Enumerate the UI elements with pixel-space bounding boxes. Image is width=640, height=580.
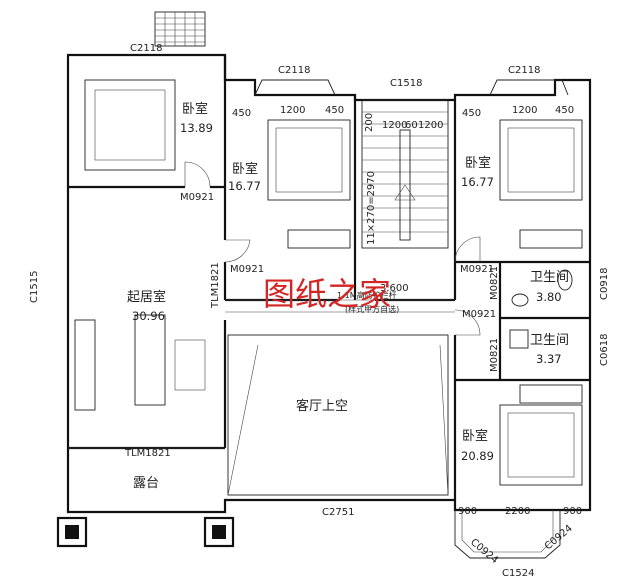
doors <box>184 161 481 336</box>
window-c1524: C1524 <box>502 568 534 579</box>
bath1-label: 卫生间 <box>530 270 569 285</box>
bedroom-nw-label: 卧室 <box>182 101 208 117</box>
bay-windows <box>254 79 569 559</box>
living-area: 30.96 <box>132 309 165 323</box>
door-tlm1821: TLM1821 <box>124 448 171 459</box>
bedroom-n2-label: 卧室 <box>232 161 258 177</box>
dim-900-a: 900 <box>458 506 477 517</box>
bedroom-n2-area: 16.77 <box>228 179 261 193</box>
door-m0821-a: M0821 <box>489 266 500 300</box>
dim-2200: 2200 <box>505 506 530 517</box>
dim-1200-stair-a: 1200 <box>382 120 407 131</box>
wardrobe-se <box>519 384 583 404</box>
door-m0921-a: M0921 <box>180 192 214 203</box>
chimney <box>154 11 206 47</box>
bath-fixtures <box>509 269 573 349</box>
void-label: 客厅上空 <box>296 398 348 414</box>
door-m0921-b: M0921 <box>230 264 264 275</box>
dim-450-d: 450 <box>555 105 574 116</box>
living-void <box>227 334 449 496</box>
window-c0924-a: C0924 <box>468 537 500 566</box>
railing-note-style: (样式甲方自选) <box>345 304 399 314</box>
bath2-label: 卫生间 <box>530 333 569 348</box>
window-c2751: C2751 <box>322 507 354 518</box>
living-label: 起居室 <box>127 289 166 305</box>
dim-3600: 3.600 <box>380 283 409 294</box>
bedroom-se-label: 卧室 <box>462 428 488 444</box>
wardrobe-n3 <box>519 229 583 249</box>
dim-900-b: 900 <box>563 506 582 517</box>
dim-1200-a: 1200 <box>280 105 305 116</box>
window-c2118-c: C2118 <box>508 65 540 76</box>
bed-nw <box>84 79 176 171</box>
staircase <box>361 99 449 249</box>
door-tlm-partial: TLM1821 <box>210 262 221 309</box>
window-c1518: C1518 <box>390 78 422 89</box>
door-m0821-b: M0821 <box>489 338 500 372</box>
dim-stair-run: 11×270=2970 <box>366 171 377 245</box>
bath2-area: 3.37 <box>536 352 562 366</box>
dim-450-b: 450 <box>325 105 344 116</box>
bedroom-nw-area: 13.89 <box>180 121 213 135</box>
living-furniture <box>74 314 206 411</box>
terrace-label: 露台 <box>133 476 159 491</box>
dim-1200-stair-b: 1200 <box>418 120 443 131</box>
dim-1200-b: 1200 <box>512 105 537 116</box>
window-c0924-b: C0924 <box>543 523 575 552</box>
railing-note: 1.1M高防护栏杆 <box>337 290 397 300</box>
door-m0921-d: M0921 <box>462 309 496 320</box>
window-c1515: C1515 <box>29 271 40 303</box>
bedroom-n3-label: 卧室 <box>465 155 491 171</box>
bed-se <box>499 404 583 486</box>
window-c0918: C0918 <box>599 268 610 300</box>
bedroom-n3-area: 16.77 <box>461 175 494 189</box>
terrace-columns <box>56 516 235 548</box>
bedroom-se-area: 20.89 <box>461 449 494 463</box>
railings <box>68 299 455 449</box>
dim-60: 60 <box>405 120 418 131</box>
bath1-area: 3.80 <box>536 290 562 304</box>
dim-450-c: 450 <box>462 108 481 119</box>
window-c2118-b: C2118 <box>278 65 310 76</box>
window-c2118-a: C2118 <box>130 43 162 54</box>
bed-n3 <box>499 119 583 201</box>
dim-450-a: 450 <box>232 108 251 119</box>
wardrobe-n2 <box>287 229 351 249</box>
bed-n2 <box>267 119 351 201</box>
door-m0921-c: M0921 <box>460 264 494 275</box>
watermark: 图纸之家 <box>263 275 391 313</box>
dim-200: 200 <box>364 113 375 132</box>
window-c0618: C0618 <box>599 334 610 366</box>
